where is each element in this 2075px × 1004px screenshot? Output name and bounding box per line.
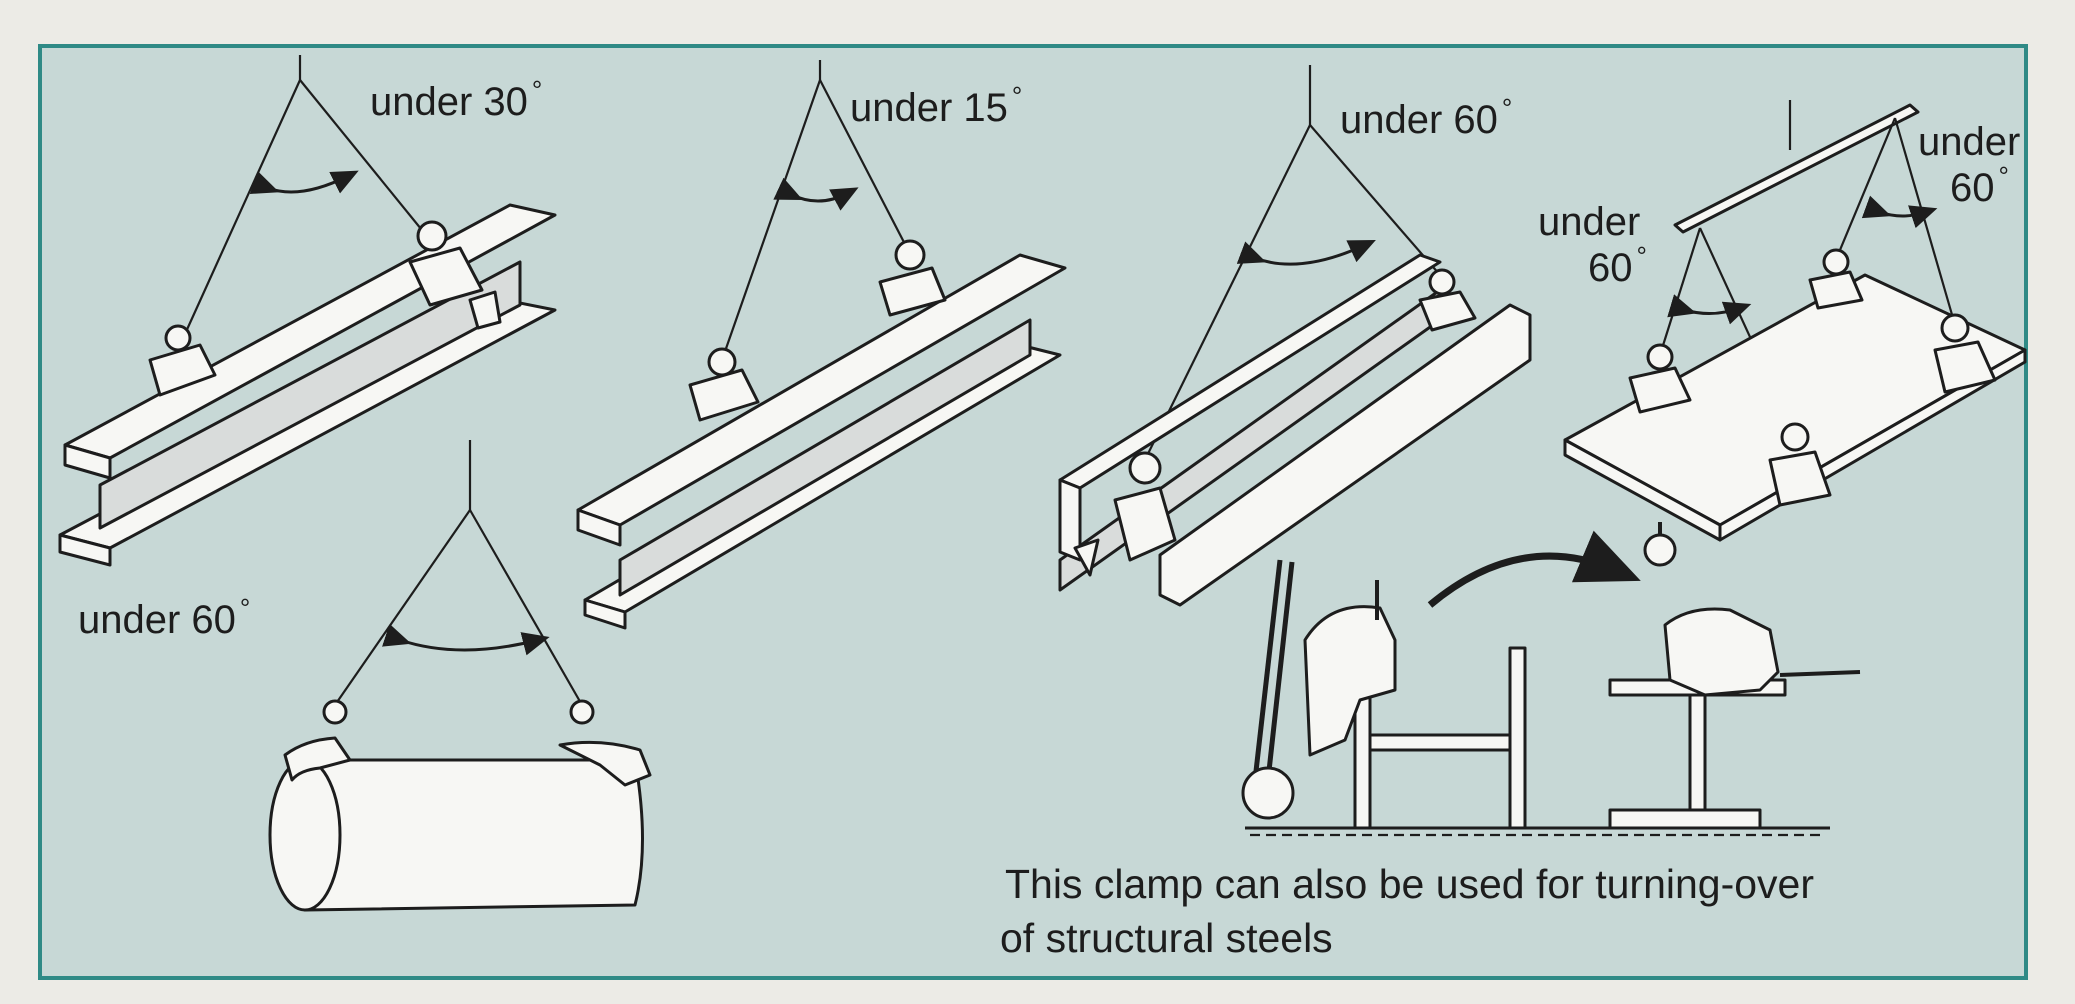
clamp-left — [148, 324, 217, 397]
channel-60-figure — [1058, 65, 1532, 607]
caption-line-1: This clamp can also be used for turning-… — [1005, 861, 1815, 907]
turning-over-figure — [1241, 522, 1861, 837]
clamp-right — [408, 220, 502, 330]
ibeam-15-figure — [576, 60, 1067, 630]
angle-label-plate-right-value: 60° — [1950, 161, 2009, 210]
angle-label-channel-60: under 60° — [1340, 93, 1513, 142]
clamp-d — [1933, 313, 1997, 394]
clamp-c — [1808, 248, 1864, 310]
angle-label-beam-15: under 15° — [850, 81, 1023, 130]
clamp-left — [688, 347, 760, 422]
plate-spreader-figure — [1563, 100, 2027, 542]
clamp-front — [1073, 451, 1177, 577]
angle-label-plate-left-value: 60° — [1588, 241, 1647, 290]
clamp-right — [878, 239, 947, 317]
caption-line-2: of structural steels — [1000, 915, 1333, 961]
angle-label-plate-left-word: under — [1538, 200, 1641, 244]
angle-label-plate-right-word: under — [1918, 120, 2021, 164]
ibeam-30-figure — [58, 55, 557, 567]
angle-label-beam-30: under 30° — [370, 75, 543, 124]
clamp-a — [1628, 343, 1692, 414]
clamp-back — [1418, 268, 1477, 332]
clamp-b — [1768, 422, 1832, 507]
pipe-60-figure — [268, 440, 652, 912]
angle-label-pipe-60: under 60° — [78, 593, 251, 642]
